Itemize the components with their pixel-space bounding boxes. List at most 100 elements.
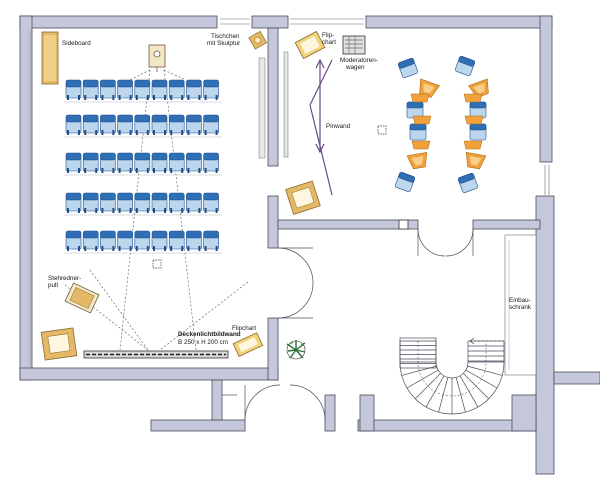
audience-chair — [100, 79, 116, 100]
corner-table — [40, 327, 78, 361]
audience-chair — [151, 152, 168, 173]
table-segment — [406, 151, 428, 170]
label-einbauschrank-1: Einbau- — [509, 297, 531, 304]
audience-chair — [203, 152, 219, 173]
sideboard — [41, 31, 59, 85]
audience-chair — [82, 192, 99, 213]
meeting-chair — [455, 56, 475, 76]
meeting-chair — [469, 123, 487, 141]
meeting-chair — [398, 58, 418, 78]
audience-chair — [203, 79, 219, 100]
table-segment — [465, 151, 487, 170]
audience-chair — [65, 79, 82, 100]
audience-chair — [117, 114, 133, 135]
projector-icon — [148, 44, 166, 72]
partition-shelf — [258, 57, 266, 159]
audience-chair — [100, 114, 116, 135]
audience-chair — [117, 192, 133, 213]
audience-chair — [203, 230, 219, 251]
label-flipchart-top-1: Flip- — [322, 32, 334, 39]
plant-icon — [286, 340, 306, 360]
audience-chair — [168, 192, 185, 213]
table-segment — [463, 140, 483, 150]
meeting-chair — [469, 101, 487, 119]
label-stehrednerpult-2: pult — [48, 282, 58, 289]
audience-chair — [65, 192, 82, 213]
audience-chair — [117, 152, 133, 173]
small-table — [248, 30, 268, 50]
meeting-chair — [458, 173, 478, 193]
label-deckenlichtbildwand-1: Deckenlichtbildwand — [178, 331, 241, 338]
label-deckenlichtbildwand-2: B 250 x H 200 cm — [178, 339, 228, 346]
label-moderatorenwagen-1: Moderatoren- — [340, 57, 378, 64]
label-flipchart-bottom: Flipchart — [232, 325, 256, 332]
audience-chair — [82, 152, 99, 173]
audience-chair — [82, 114, 99, 135]
meeting-chair — [406, 101, 424, 119]
audience-chair — [65, 230, 82, 251]
audience-chair — [151, 230, 168, 251]
center-marker — [377, 125, 387, 135]
audience-chair — [203, 114, 219, 135]
audience-chair — [186, 192, 202, 213]
label-pinwand: Pinwand — [326, 123, 351, 130]
audience-seating — [64, 79, 222, 254]
audience-chair — [134, 114, 151, 135]
doors — [222, 228, 474, 421]
audience-chair — [186, 152, 202, 173]
audience-chair — [100, 230, 116, 251]
meeting-chair — [395, 172, 415, 192]
audience-chair — [100, 152, 116, 173]
projection-screen — [83, 350, 229, 359]
audience-chair — [134, 152, 151, 173]
audience-chair — [65, 114, 82, 135]
audience-chair — [186, 114, 202, 135]
walls — [19, 15, 600, 475]
armchair — [285, 180, 321, 215]
moderator-cart — [342, 35, 366, 55]
audience-chair — [168, 230, 185, 251]
audience-chair — [168, 114, 185, 135]
spiral-staircase — [399, 337, 505, 415]
audience-chair — [82, 230, 99, 251]
window-marker — [398, 219, 409, 230]
audience-chair — [134, 230, 151, 251]
audience-chair — [151, 79, 168, 100]
audience-chair — [151, 114, 168, 135]
floor-outlet — [152, 259, 162, 269]
meeting-chair — [409, 123, 427, 141]
audience-chair — [100, 192, 116, 213]
label-flipchart-top-2: chart — [322, 39, 336, 46]
table-segment — [464, 115, 484, 125]
table-segment — [411, 140, 431, 150]
label-sideboard: Sideboard — [62, 40, 91, 47]
pinwand — [283, 51, 289, 158]
table-segment — [410, 93, 430, 103]
windows — [220, 18, 550, 195]
audience-chair — [65, 152, 82, 173]
label-einbauschrank-2: schrank — [509, 304, 532, 311]
table-segment — [463, 93, 483, 103]
audience-chair — [134, 79, 151, 100]
label-tischchen-2: mit Skulptur — [207, 40, 240, 47]
label-moderatorenwagen-2: wagen — [345, 64, 365, 71]
audience-chair — [168, 152, 185, 173]
table-segment — [468, 78, 489, 98]
audience-chair — [134, 192, 151, 213]
label-stehrednerpult-1: Stehredner- — [48, 275, 81, 282]
audience-chair — [82, 79, 99, 100]
table-segment — [419, 78, 440, 98]
table-segment — [412, 115, 432, 125]
horseshoe-seating — [395, 56, 489, 193]
flipchart-top — [294, 30, 326, 60]
audience-chair — [117, 79, 133, 100]
flipchart-bottom — [232, 332, 264, 357]
lectern — [64, 282, 100, 314]
audience-chair — [168, 79, 185, 100]
audience-chair — [151, 192, 168, 213]
audience-chair — [186, 230, 202, 251]
audience-chair — [117, 230, 133, 251]
audience-chair — [186, 79, 202, 100]
built-in-cabinet — [504, 234, 537, 376]
